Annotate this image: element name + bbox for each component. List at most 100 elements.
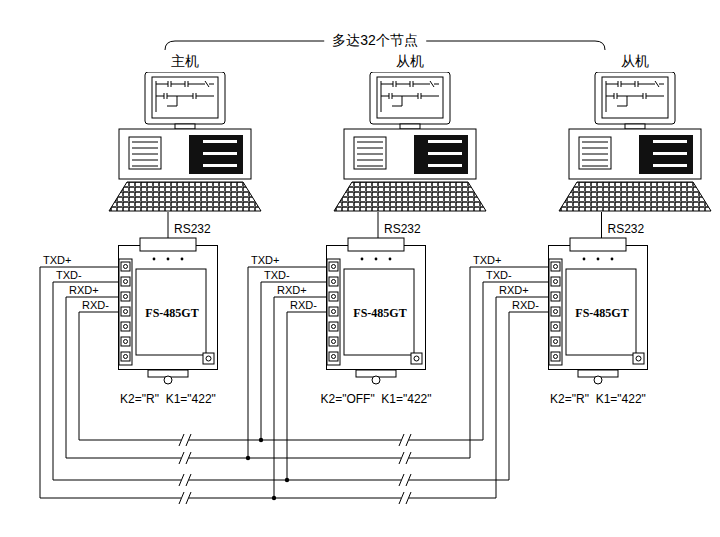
diagram-title: 多达32个节点 bbox=[324, 32, 426, 49]
label-panel bbox=[566, 269, 636, 355]
screen bbox=[602, 77, 668, 118]
break-mark bbox=[179, 492, 191, 504]
drive-panel bbox=[189, 135, 243, 174]
terminal-screw bbox=[332, 340, 336, 344]
tab-screw bbox=[372, 376, 380, 384]
terminal bbox=[121, 322, 130, 331]
switch-setting: K2="OFF" K1="422" bbox=[320, 392, 431, 406]
ladder-program bbox=[156, 81, 214, 112]
model-name: FS-485GT bbox=[575, 306, 628, 320]
signal-wire bbox=[261, 282, 328, 440]
terminal bbox=[329, 337, 338, 346]
terminal bbox=[121, 277, 130, 286]
terminal-screw bbox=[554, 280, 558, 284]
drive-panel bbox=[639, 135, 693, 174]
break-mark bbox=[399, 452, 411, 464]
bus-line bbox=[66, 458, 470, 459]
terminal-screw bbox=[332, 355, 336, 359]
tab-screw bbox=[594, 376, 602, 384]
junction-dot bbox=[285, 478, 289, 482]
break-mark bbox=[399, 492, 411, 504]
drive-slot bbox=[428, 140, 462, 143]
signal-wire bbox=[509, 312, 550, 480]
signal-wire bbox=[496, 297, 550, 498]
vent-line bbox=[582, 166, 608, 167]
terminal bbox=[329, 307, 338, 316]
terminal bbox=[551, 277, 560, 286]
terminal-screw bbox=[124, 310, 128, 314]
converter-box: FS-485GT bbox=[326, 245, 426, 370]
indicator-dot bbox=[389, 258, 392, 261]
monitor-neck bbox=[400, 124, 420, 129]
mount-hole bbox=[411, 353, 422, 364]
screen bbox=[152, 77, 218, 118]
terminal-screw bbox=[332, 310, 336, 314]
drive-bay bbox=[129, 137, 161, 169]
switch-setting: K2="R" K1="422" bbox=[120, 392, 216, 406]
break-mark bbox=[399, 474, 411, 486]
tab-screw bbox=[164, 376, 172, 384]
terminal bbox=[121, 307, 130, 316]
indicator-dot bbox=[583, 258, 586, 261]
signal-wire bbox=[248, 267, 328, 458]
terminal bbox=[329, 262, 338, 271]
indicator-dot bbox=[597, 258, 600, 261]
signal-label: TXD- bbox=[486, 269, 512, 281]
terminal-screw bbox=[554, 325, 558, 329]
vent-line bbox=[132, 154, 158, 155]
monitor bbox=[370, 72, 450, 124]
terminal bbox=[121, 337, 130, 346]
terminal-screw bbox=[554, 265, 558, 269]
terminal-screw bbox=[124, 280, 128, 284]
terminal-screw bbox=[332, 295, 336, 299]
terminal-screw bbox=[124, 295, 128, 299]
terminal bbox=[329, 277, 338, 286]
drive-slot bbox=[203, 164, 237, 167]
drive-bay bbox=[579, 137, 611, 169]
computer-symbol bbox=[330, 72, 490, 212]
monitor bbox=[595, 72, 675, 124]
signal-label: TXD+ bbox=[43, 254, 71, 266]
terminal-strip bbox=[119, 259, 132, 365]
indicator-dot bbox=[181, 258, 184, 261]
vent-line bbox=[582, 160, 608, 161]
terminal-screw bbox=[124, 355, 128, 359]
signal-label: RXD+ bbox=[277, 284, 307, 296]
terminal-screw bbox=[554, 355, 558, 359]
terminal bbox=[551, 292, 560, 301]
computer: 主机 bbox=[105, 52, 265, 212]
signal-label: RXD- bbox=[82, 299, 109, 311]
vent-line bbox=[582, 154, 608, 155]
label-panel bbox=[136, 269, 206, 355]
drive-slot bbox=[428, 164, 462, 167]
terminal-screw bbox=[332, 280, 336, 284]
monitor-neck bbox=[625, 124, 645, 129]
indicator-dot bbox=[153, 258, 156, 261]
drive-slot bbox=[203, 152, 237, 155]
keyboard bbox=[559, 182, 711, 211]
model-name: FS-485GT bbox=[353, 306, 406, 320]
machine-label: 从机 bbox=[555, 52, 715, 70]
vent-line bbox=[132, 166, 158, 167]
signal-label: TXD- bbox=[264, 269, 290, 281]
junction-dot bbox=[246, 456, 250, 460]
cable-label: RS232 bbox=[608, 222, 645, 236]
label-panel bbox=[344, 269, 414, 355]
drive-slot bbox=[203, 140, 237, 143]
bus-line bbox=[53, 480, 509, 481]
mount-hole bbox=[203, 353, 214, 364]
terminal bbox=[551, 337, 560, 346]
terminal bbox=[329, 292, 338, 301]
terminal-screw bbox=[554, 310, 558, 314]
terminal bbox=[121, 292, 130, 301]
indicator-dot bbox=[167, 258, 170, 261]
computer: 从机 bbox=[330, 52, 490, 212]
drive-slot bbox=[653, 164, 687, 167]
terminal bbox=[121, 262, 130, 271]
indicator-dot bbox=[375, 258, 378, 261]
drive-slot bbox=[653, 140, 687, 143]
vent-line bbox=[582, 142, 608, 143]
junction-dot bbox=[259, 438, 263, 442]
mount-hole-center bbox=[206, 356, 211, 361]
terminal-screw bbox=[124, 340, 128, 344]
